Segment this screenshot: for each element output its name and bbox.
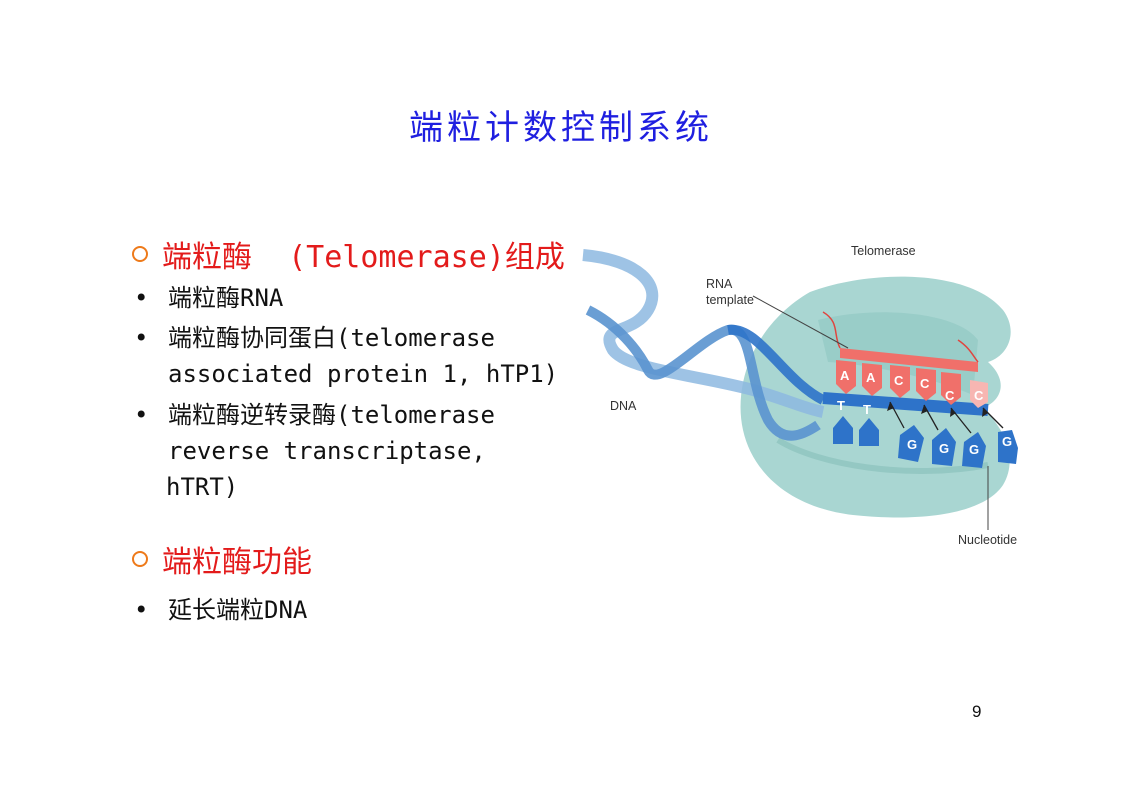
label-dna: DNA — [610, 399, 637, 413]
enzyme-groove-shape — [818, 312, 978, 395]
template-base: C — [890, 365, 910, 398]
label-template: template — [706, 293, 754, 307]
nucleotide-label: G — [1002, 434, 1012, 449]
template-base-label: C — [920, 376, 930, 391]
template-base-label: C — [894, 373, 904, 388]
dna-backbone-shape — [822, 392, 989, 416]
section-heading-function: 端粒酶功能 — [132, 537, 312, 581]
slide-title: 端粒计数控制系统 — [409, 108, 713, 148]
nucleotide-label: G — [969, 442, 979, 457]
list-item: • 端粒酶协同蛋白(telomerase — [134, 320, 495, 356]
list-item: • 端粒酶RNA — [134, 280, 283, 316]
rna-end-shape — [822, 311, 841, 349]
nucleotide-label: G — [907, 437, 917, 452]
template-base-label: A — [840, 368, 850, 383]
bullet-text: 延长端粒DNA — [168, 596, 308, 624]
rna-end-shape — [957, 339, 979, 363]
template-base: C — [941, 372, 961, 405]
nucleotide-label: G — [939, 441, 949, 456]
rna-leader-line — [752, 295, 849, 349]
heading-text: 端粒酶功能 — [162, 545, 312, 580]
enzyme-shadow-shape — [776, 437, 989, 474]
list-item: • 延长端粒DNA — [134, 592, 307, 628]
list-item: • 端粒酶逆转录酶(telomerase — [134, 397, 495, 433]
incoming-nucleotide: G — [998, 430, 1018, 464]
arrowheads-group — [887, 402, 988, 417]
circle-bullet-icon — [132, 551, 148, 567]
bullet-text: 端粒酶协同蛋白(telomerase — [168, 324, 495, 352]
incoming-nucleotide: G — [898, 425, 924, 462]
heading-text: 端粒酶 (Telomerase)组成 — [162, 240, 565, 275]
template-base-label: A — [866, 370, 876, 385]
bullet-text-continuation: hTRT) — [166, 473, 239, 501]
bullet-text: 端粒酶逆转录酶(telomerase — [168, 401, 495, 429]
bullet-dot-icon: • — [134, 401, 149, 429]
dna-base-label: T — [863, 402, 871, 417]
label-nucleotide: Nucleotide — [958, 533, 1017, 547]
circle-bullet-icon — [132, 246, 148, 262]
telomerase-diagram: A A C C C C T T G G G G Telomerase RNA t… — [582, 244, 1018, 547]
bullet-text-continuation: associated protein 1, hTP1) — [168, 360, 559, 388]
label-rna: RNA — [706, 277, 733, 291]
page-number: 9 — [972, 702, 982, 721]
dna-strand-shape — [727, 324, 826, 405]
incoming-nucleotide: G — [962, 432, 986, 468]
template-base: A — [836, 360, 856, 394]
arrow-line — [982, 407, 1004, 429]
template-base: C — [916, 368, 936, 401]
dna-base-label: T — [837, 398, 845, 413]
rna-template-shape — [840, 348, 978, 372]
dna-base: T — [859, 402, 879, 446]
bullet-text-continuation: reverse transcriptase, — [168, 437, 486, 465]
bullet-dot-icon: • — [134, 284, 149, 312]
dna-strand-shape — [582, 249, 825, 418]
section-heading-composition: 端粒酶 (Telomerase)组成 — [132, 232, 565, 276]
bullet-dot-icon: • — [134, 324, 149, 352]
bullet-dot-icon: • — [134, 596, 149, 624]
template-base-label: C — [945, 388, 955, 403]
incoming-nucleotide: G — [932, 428, 956, 466]
template-base: A — [862, 363, 882, 396]
dna-base: T — [833, 398, 853, 444]
template-base-label: C — [974, 388, 984, 403]
label-telomerase: Telomerase — [851, 244, 916, 258]
bullet-text: 端粒酶RNA — [168, 284, 284, 312]
template-base: C — [970, 380, 988, 408]
